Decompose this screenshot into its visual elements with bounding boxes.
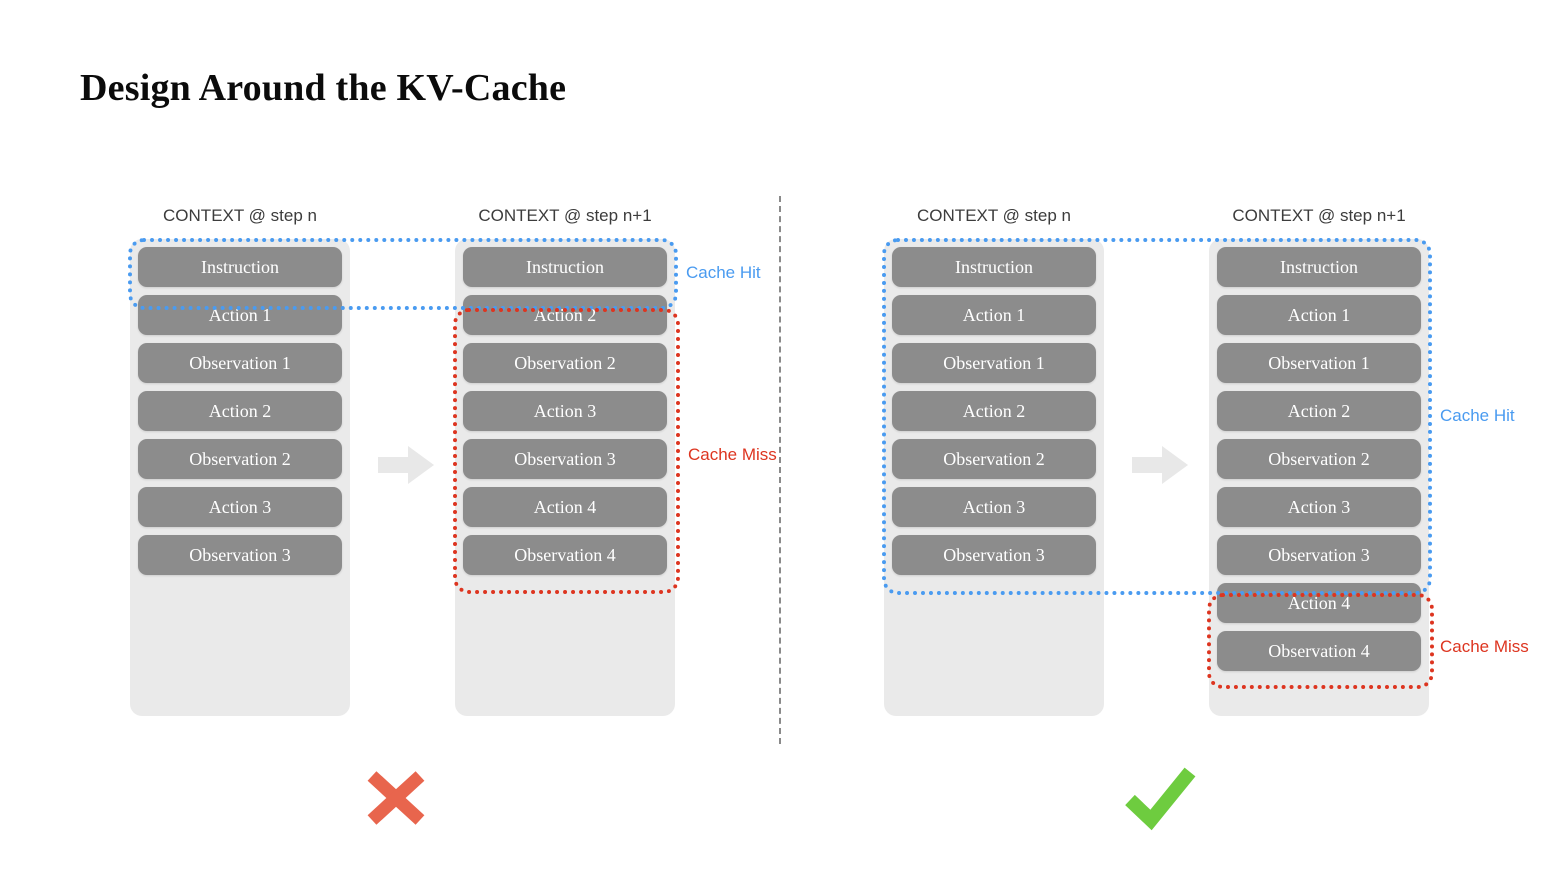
right-step-n1-item: Action 2 bbox=[1217, 391, 1421, 431]
left-step-n1-item: Instruction bbox=[463, 247, 667, 287]
left-step-n1-item: Action 3 bbox=[463, 391, 667, 431]
right-step-n1-item: Action 4 bbox=[1217, 583, 1421, 623]
right-step-n1-item: Action 1 bbox=[1217, 295, 1421, 335]
right-panel-cache-miss-label: Cache Miss bbox=[1440, 637, 1529, 656]
right-panel-cache-hit-label: Cache Hit bbox=[1440, 406, 1515, 425]
right-step-n-item: Instruction bbox=[892, 247, 1096, 287]
right-step-n1-item: Observation 2 bbox=[1217, 439, 1421, 479]
right-step-n1-item: Action 3 bbox=[1217, 487, 1421, 527]
right-step-n-item: Observation 3 bbox=[892, 535, 1096, 575]
left-step-n1-item: Observation 3 bbox=[463, 439, 667, 479]
left-step-n-item: Action 3 bbox=[138, 487, 342, 527]
right-step-n1-item: Observation 1 bbox=[1217, 343, 1421, 383]
left-step-n1-item: Observation 4 bbox=[463, 535, 667, 575]
right-step-n1-item: Instruction bbox=[1217, 247, 1421, 287]
arrow-right-icon bbox=[1132, 444, 1188, 486]
left-step-n-item: Action 2 bbox=[138, 391, 342, 431]
right-step-n-item: Action 2 bbox=[892, 391, 1096, 431]
left-panel-cache-hit-label: Cache Hit bbox=[686, 263, 761, 282]
page-title: Design Around the KV-Cache bbox=[80, 67, 567, 109]
left-step-n1-item: Observation 2 bbox=[463, 343, 667, 383]
left-step-n1-item: Action 4 bbox=[463, 487, 667, 527]
cross-mark-icon bbox=[356, 758, 436, 838]
left-panel-header-step-n1: CONTEXT @ step n+1 bbox=[478, 206, 652, 225]
left-step-n-item: Observation 2 bbox=[138, 439, 342, 479]
right-step-n-item: Action 3 bbox=[892, 487, 1096, 527]
right-step-n-item: Observation 2 bbox=[892, 439, 1096, 479]
left-panel-header-step-n: CONTEXT @ step n bbox=[163, 206, 317, 225]
left-step-n-item: Observation 1 bbox=[138, 343, 342, 383]
left-step-n-item: Observation 3 bbox=[138, 535, 342, 575]
right-step-n-item: Observation 1 bbox=[892, 343, 1096, 383]
right-step-n1-item: Observation 4 bbox=[1217, 631, 1421, 671]
right-panel-header-step-n1: CONTEXT @ step n+1 bbox=[1232, 206, 1406, 225]
left-step-n-item: Instruction bbox=[138, 247, 342, 287]
arrow-right-icon bbox=[378, 444, 434, 486]
check-mark-icon bbox=[1120, 756, 1200, 836]
left-panel-cache-miss-label: Cache Miss bbox=[688, 445, 777, 464]
right-panel-header-step-n: CONTEXT @ step n bbox=[917, 206, 1071, 225]
right-step-n1-item: Observation 3 bbox=[1217, 535, 1421, 575]
left-step-n1-item: Action 2 bbox=[463, 295, 667, 335]
left-step-n-item: Action 1 bbox=[138, 295, 342, 335]
right-step-n-item: Action 1 bbox=[892, 295, 1096, 335]
panel-divider bbox=[779, 196, 781, 744]
